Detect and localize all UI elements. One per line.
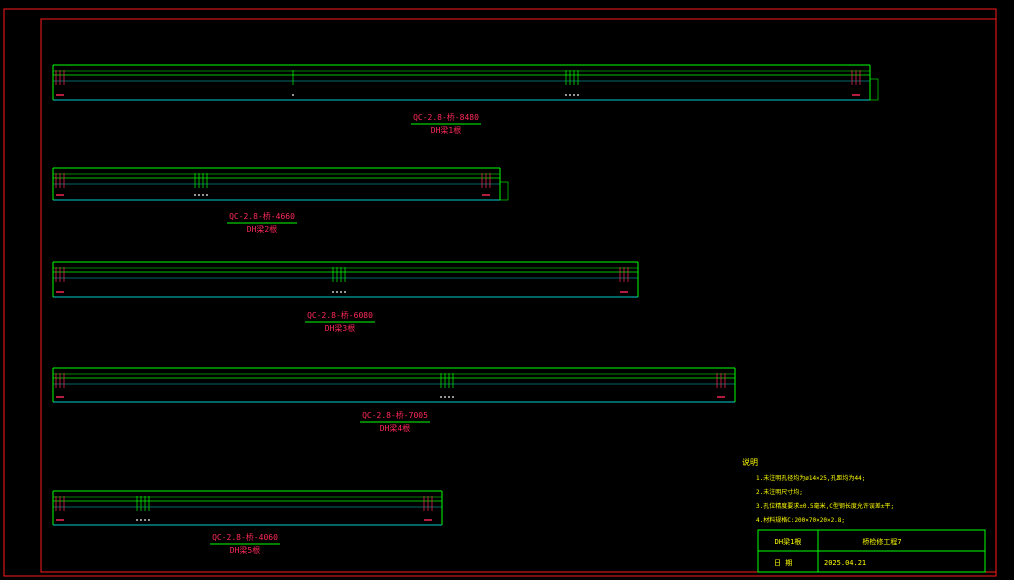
beam-count-label: DH梁1根 [431, 125, 461, 135]
beam-count-label: DH梁4根 [380, 423, 410, 433]
title-block: DH梁1根 桥检修工程7 日 期 2025.04.21 [757, 529, 986, 573]
hole-dot [569, 94, 571, 96]
title-block-right-bottom: 2025.04.21 [824, 559, 866, 567]
title-block-left-top: DH梁1根 [775, 537, 802, 546]
hole-dot [194, 194, 196, 196]
hole-dot [332, 291, 334, 293]
beam-code-label: QC-2.8-桥-7005 [362, 410, 428, 420]
drawing-frame-inner [40, 18, 997, 573]
beam-group-2 [52, 167, 509, 201]
beam-group-4 [52, 367, 736, 403]
hole-dot [448, 396, 450, 398]
hole-dot [577, 94, 579, 96]
hole-dot [452, 396, 454, 398]
beam-code-label: QC-2.8-桥-8480 [413, 112, 479, 122]
hole-dot [565, 94, 567, 96]
notes-item-4: 4.材料规格C:200×70×20×2.8; [756, 516, 845, 524]
beam-count-label: DH梁2根 [247, 224, 277, 234]
notes-title: 说明 [742, 457, 758, 467]
beam-code-label: QC-2.8-桥-4660 [229, 211, 295, 221]
beam-group-1 [52, 64, 879, 101]
notes-item-1: 1.未注明孔径均为ø14×25,孔距均为44; [756, 474, 865, 482]
hole-dot [202, 194, 204, 196]
hole-dot [340, 291, 342, 293]
hole-dot [140, 519, 142, 521]
hole-dot [148, 519, 150, 521]
title-block-left-bottom: 日 期 [774, 559, 792, 567]
beam-count-label: DH梁3根 [325, 323, 355, 333]
hole-dot [444, 396, 446, 398]
hole-dot [440, 396, 442, 398]
title-block-right-top: 桥检修工程7 [862, 537, 901, 546]
notes-item-2: 2.未注明尺寸均; [756, 488, 803, 496]
beam-code-label: QC-2.8-桥-4060 [212, 532, 278, 542]
hole-dot [292, 94, 294, 96]
hole-dot [206, 194, 208, 196]
hole-dot [573, 94, 575, 96]
beam-end-tab [499, 181, 509, 201]
hole-dot [136, 519, 138, 521]
notes-item-3: 3.孔位精度要求±0.5毫米,C型钢长度允许误差±平; [756, 502, 894, 510]
hole-dot [336, 291, 338, 293]
beam-group-5 [52, 490, 443, 526]
beam-code-label: QC-2.8-桥-6080 [307, 310, 373, 320]
beam-count-label: DH梁5根 [230, 545, 260, 555]
beam-end-tab [869, 78, 879, 101]
hole-dot [344, 291, 346, 293]
notes-block: 说明 1.未注明孔径均为ø14×25,孔距均为44; 2.未注明尺寸均; 3.孔… [742, 457, 894, 524]
beam-group-3 [52, 261, 639, 298]
hole-dot [198, 194, 200, 196]
hole-dot [144, 519, 146, 521]
